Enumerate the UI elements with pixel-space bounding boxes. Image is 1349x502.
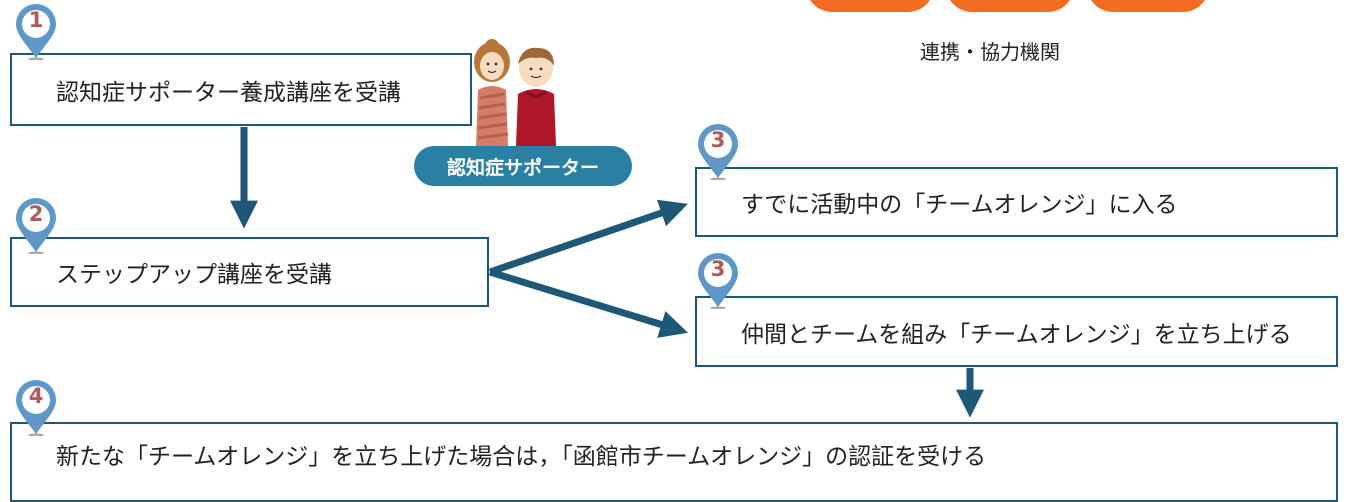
step-2-number: 2 <box>28 202 44 226</box>
step-2-box: ステップアップ講座を受講 <box>10 237 489 307</box>
step-4-number: 4 <box>28 384 44 408</box>
step-1-box: 認知症サポーター養成講座を受講 <box>10 53 472 126</box>
step-3a-number: 3 <box>710 128 726 152</box>
partners-label: 連携・協力機関 <box>920 40 1060 64</box>
people-illustration <box>474 39 556 146</box>
step-3b-number: 3 <box>710 257 726 281</box>
flow-arrows <box>230 127 984 418</box>
partner-pill-3 <box>1087 0 1209 12</box>
location-pin-icon <box>698 253 738 309</box>
step-1-text: 認知症サポーター養成講座を受講 <box>56 79 401 106</box>
step-3a-text: すでに活動中の「チームオレンジ」に入る <box>741 192 1178 218</box>
step-3b-pin: 3 <box>694 253 742 309</box>
location-pin-icon <box>16 198 56 254</box>
step-1-pin: 1 <box>12 4 60 60</box>
location-pin-icon <box>16 380 56 436</box>
partner-pill-2 <box>946 0 1074 12</box>
step-3b-text: 仲間とチームを組み「チームオレンジ」を立ち上げる <box>741 321 1292 348</box>
location-pin-icon <box>698 124 738 180</box>
arrow-2-to-3a <box>488 199 688 276</box>
location-pin-icon <box>16 4 56 60</box>
step-4-pin: 4 <box>12 380 60 436</box>
step-3a-box: すでに活動中の「チームオレンジ」に入る <box>695 167 1338 237</box>
partner-pill-1 <box>806 0 934 12</box>
step-1-number: 1 <box>28 8 44 32</box>
arrow-2-to-3b <box>488 268 689 338</box>
step-2-pin: 2 <box>12 198 60 254</box>
step-4-text: 新たな「チームオレンジ」を立ち上げた場合は，「函館市チームオレンジ」の認証を受け… <box>56 444 987 470</box>
supporter-badge: 認知症サポーター <box>414 146 632 186</box>
step-3a-pin: 3 <box>694 124 742 180</box>
step-4-box: 新たな「チームオレンジ」を立ち上げた場合は，「函館市チームオレンジ」の認証を受け… <box>10 422 1338 502</box>
step-3b-box: 仲間とチームを組み「チームオレンジ」を立ち上げる <box>695 296 1338 367</box>
step-2-text: ステップアップ講座を受講 <box>56 262 332 288</box>
